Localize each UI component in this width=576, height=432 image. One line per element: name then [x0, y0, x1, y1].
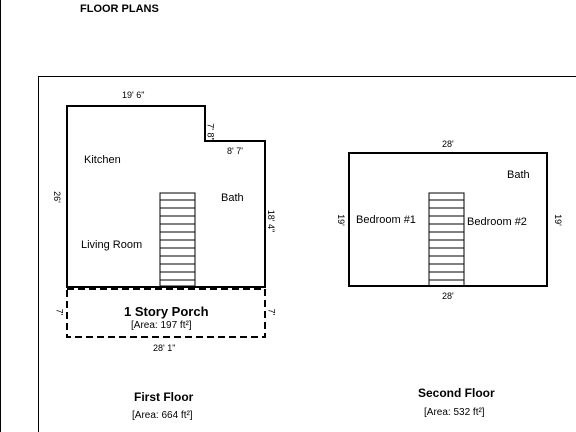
second-floor-bottom-dimension: 28'	[442, 291, 454, 301]
porch-bottom-dimension: 28' 1"	[153, 343, 176, 353]
first-floor-right-dimension: 18' 4"	[266, 209, 277, 233]
first-floor-top-dimension: 19' 6"	[122, 90, 145, 100]
first-floor-stairs	[159, 192, 196, 287]
second-floor-top-dimension: 28'	[442, 139, 454, 149]
second-floor-right-dimension: 19'	[552, 214, 563, 226]
room-label-bath-first-floor: Bath	[221, 192, 244, 204]
room-label-kitchen: Kitchen	[84, 154, 121, 166]
room-label-bath-second-floor: Bath	[507, 169, 530, 181]
first-floor-area: [Area: 664 ft²]	[132, 410, 193, 421]
second-floor-left-dimension: 19'	[335, 214, 346, 226]
porch-outline	[66, 288, 266, 338]
frame-top-border	[38, 76, 576, 77]
porch-area: [Area: 197 ft²]	[131, 320, 192, 331]
first-floor-left-dimension: 26'	[51, 191, 62, 203]
first-floor-notch-vertical-dimension: 7' 8"	[205, 123, 216, 141]
page-left-border	[0, 0, 1, 432]
room-label-bedroom-2: Bedroom #2	[467, 216, 527, 228]
frame-left-border	[38, 76, 39, 432]
second-floor-stairs	[428, 192, 465, 287]
room-label-living-room: Living Room	[81, 239, 143, 251]
porch-title: 1 Story Porch	[124, 304, 209, 319]
room-label-bedroom-1: Bedroom #1	[356, 214, 416, 226]
second-floor-area: [Area: 532 ft²]	[424, 407, 485, 418]
first-floor-title: First Floor	[134, 390, 194, 404]
page-title: FLOOR PLANS	[80, 3, 159, 15]
first-floor-notch-horizontal-dimension: 8' 7'	[227, 146, 243, 156]
second-floor-title: Second Floor	[418, 386, 495, 400]
first-floor-outline	[66, 105, 266, 288]
porch-left-dimension: 7'	[54, 308, 65, 316]
porch-right-dimension: 7'	[266, 308, 277, 316]
